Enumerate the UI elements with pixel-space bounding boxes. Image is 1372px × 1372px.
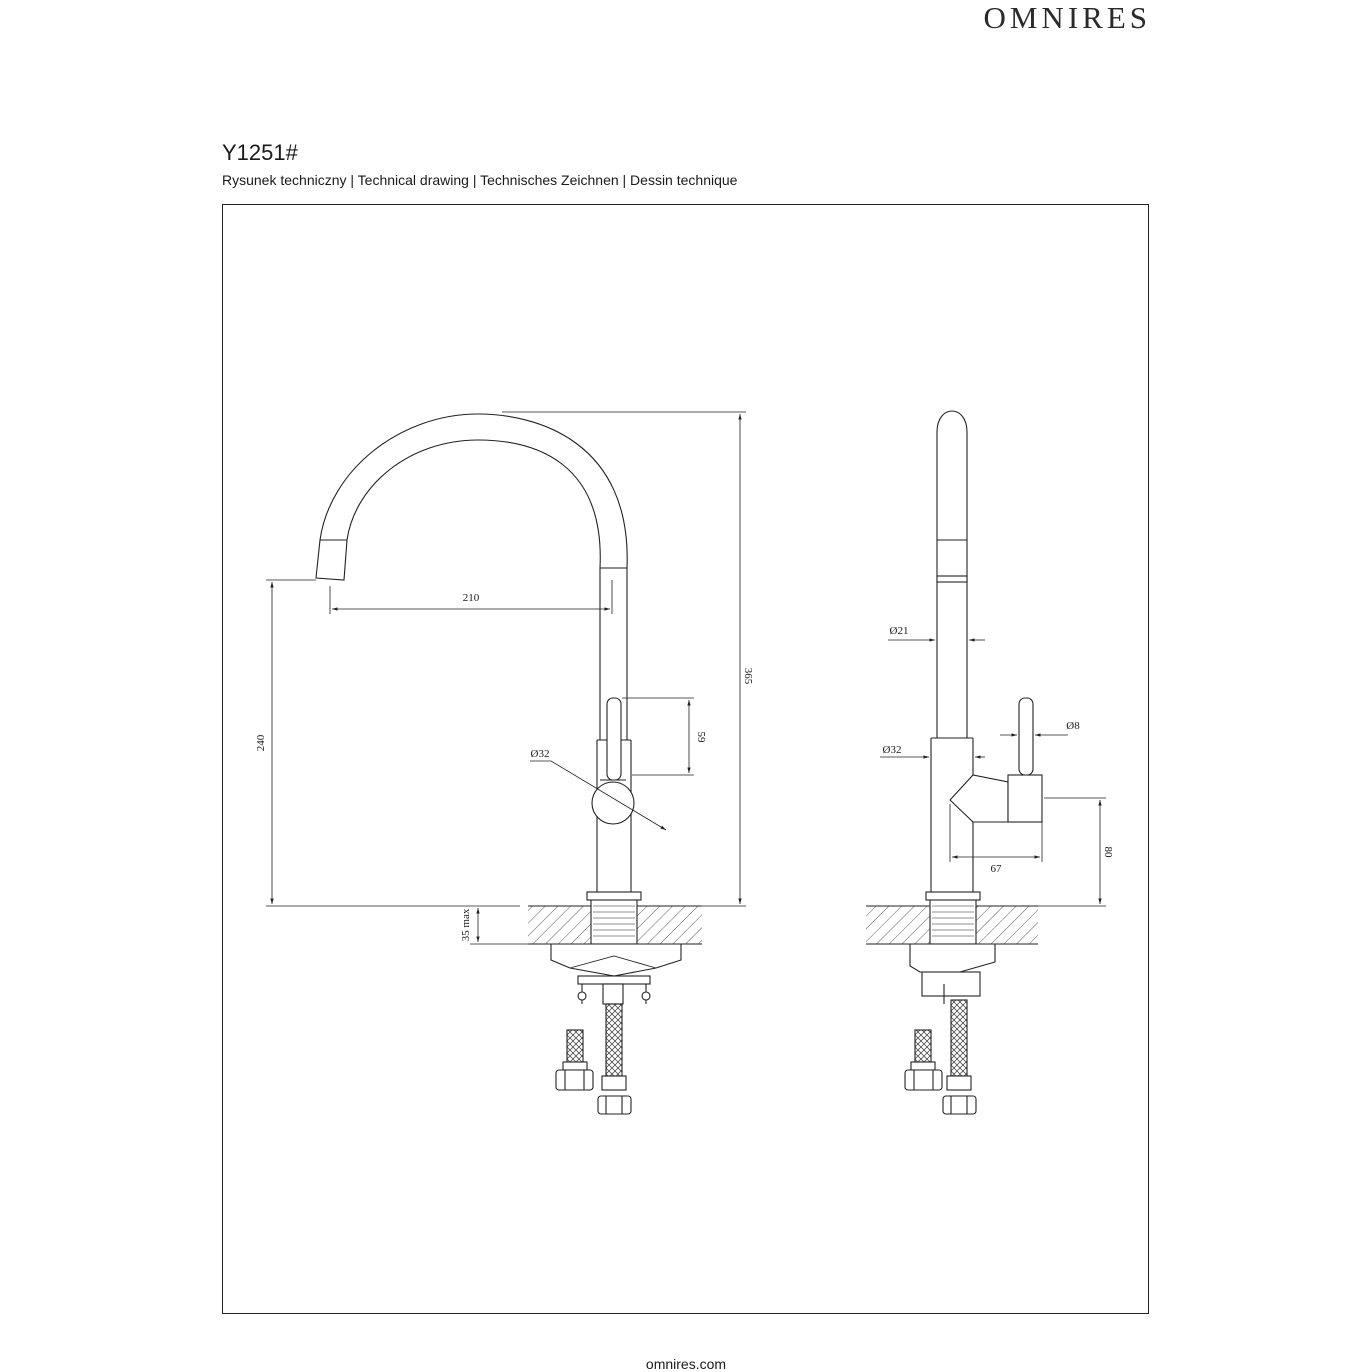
side-hose-short	[914, 1029, 932, 1065]
dim-side-handle-height: 80	[1102, 847, 1114, 859]
dim-side-body-diameter: Ø32	[883, 744, 902, 756]
front-hose-short	[566, 1029, 584, 1065]
dim-front-total-height: 365	[742, 668, 754, 685]
brand-logo: OMNIRES	[983, 0, 1151, 35]
dim-front-handle-height: 59	[695, 732, 707, 744]
side-view	[866, 410, 1043, 1115]
front-view	[315, 413, 702, 1115]
dim-front-countertop: 35 max	[460, 908, 472, 941]
drawing-subtitle: Rysunek techniczny | Technical drawing |…	[222, 172, 738, 188]
front-handle-circle	[591, 781, 635, 825]
dim-side-handle-reach: 67	[991, 863, 1003, 875]
dim-front-spout-height: 240	[255, 734, 267, 751]
front-dimensions	[266, 411, 746, 945]
dim-front-body-diameter: Ø32	[531, 748, 550, 760]
dim-side-lever-diameter: Ø8	[1066, 720, 1080, 732]
front-hose-long	[605, 1003, 623, 1077]
footer-website: omnires.com	[645, 1356, 727, 1372]
dim-side-spout-diameter: Ø21	[890, 625, 909, 637]
model-number: Y1251#	[222, 140, 298, 165]
side-hose-long	[950, 999, 968, 1077]
side-dimensions	[880, 638, 1106, 907]
drawing-frame	[222, 204, 1149, 1314]
dim-front-reach: 210	[463, 592, 480, 604]
